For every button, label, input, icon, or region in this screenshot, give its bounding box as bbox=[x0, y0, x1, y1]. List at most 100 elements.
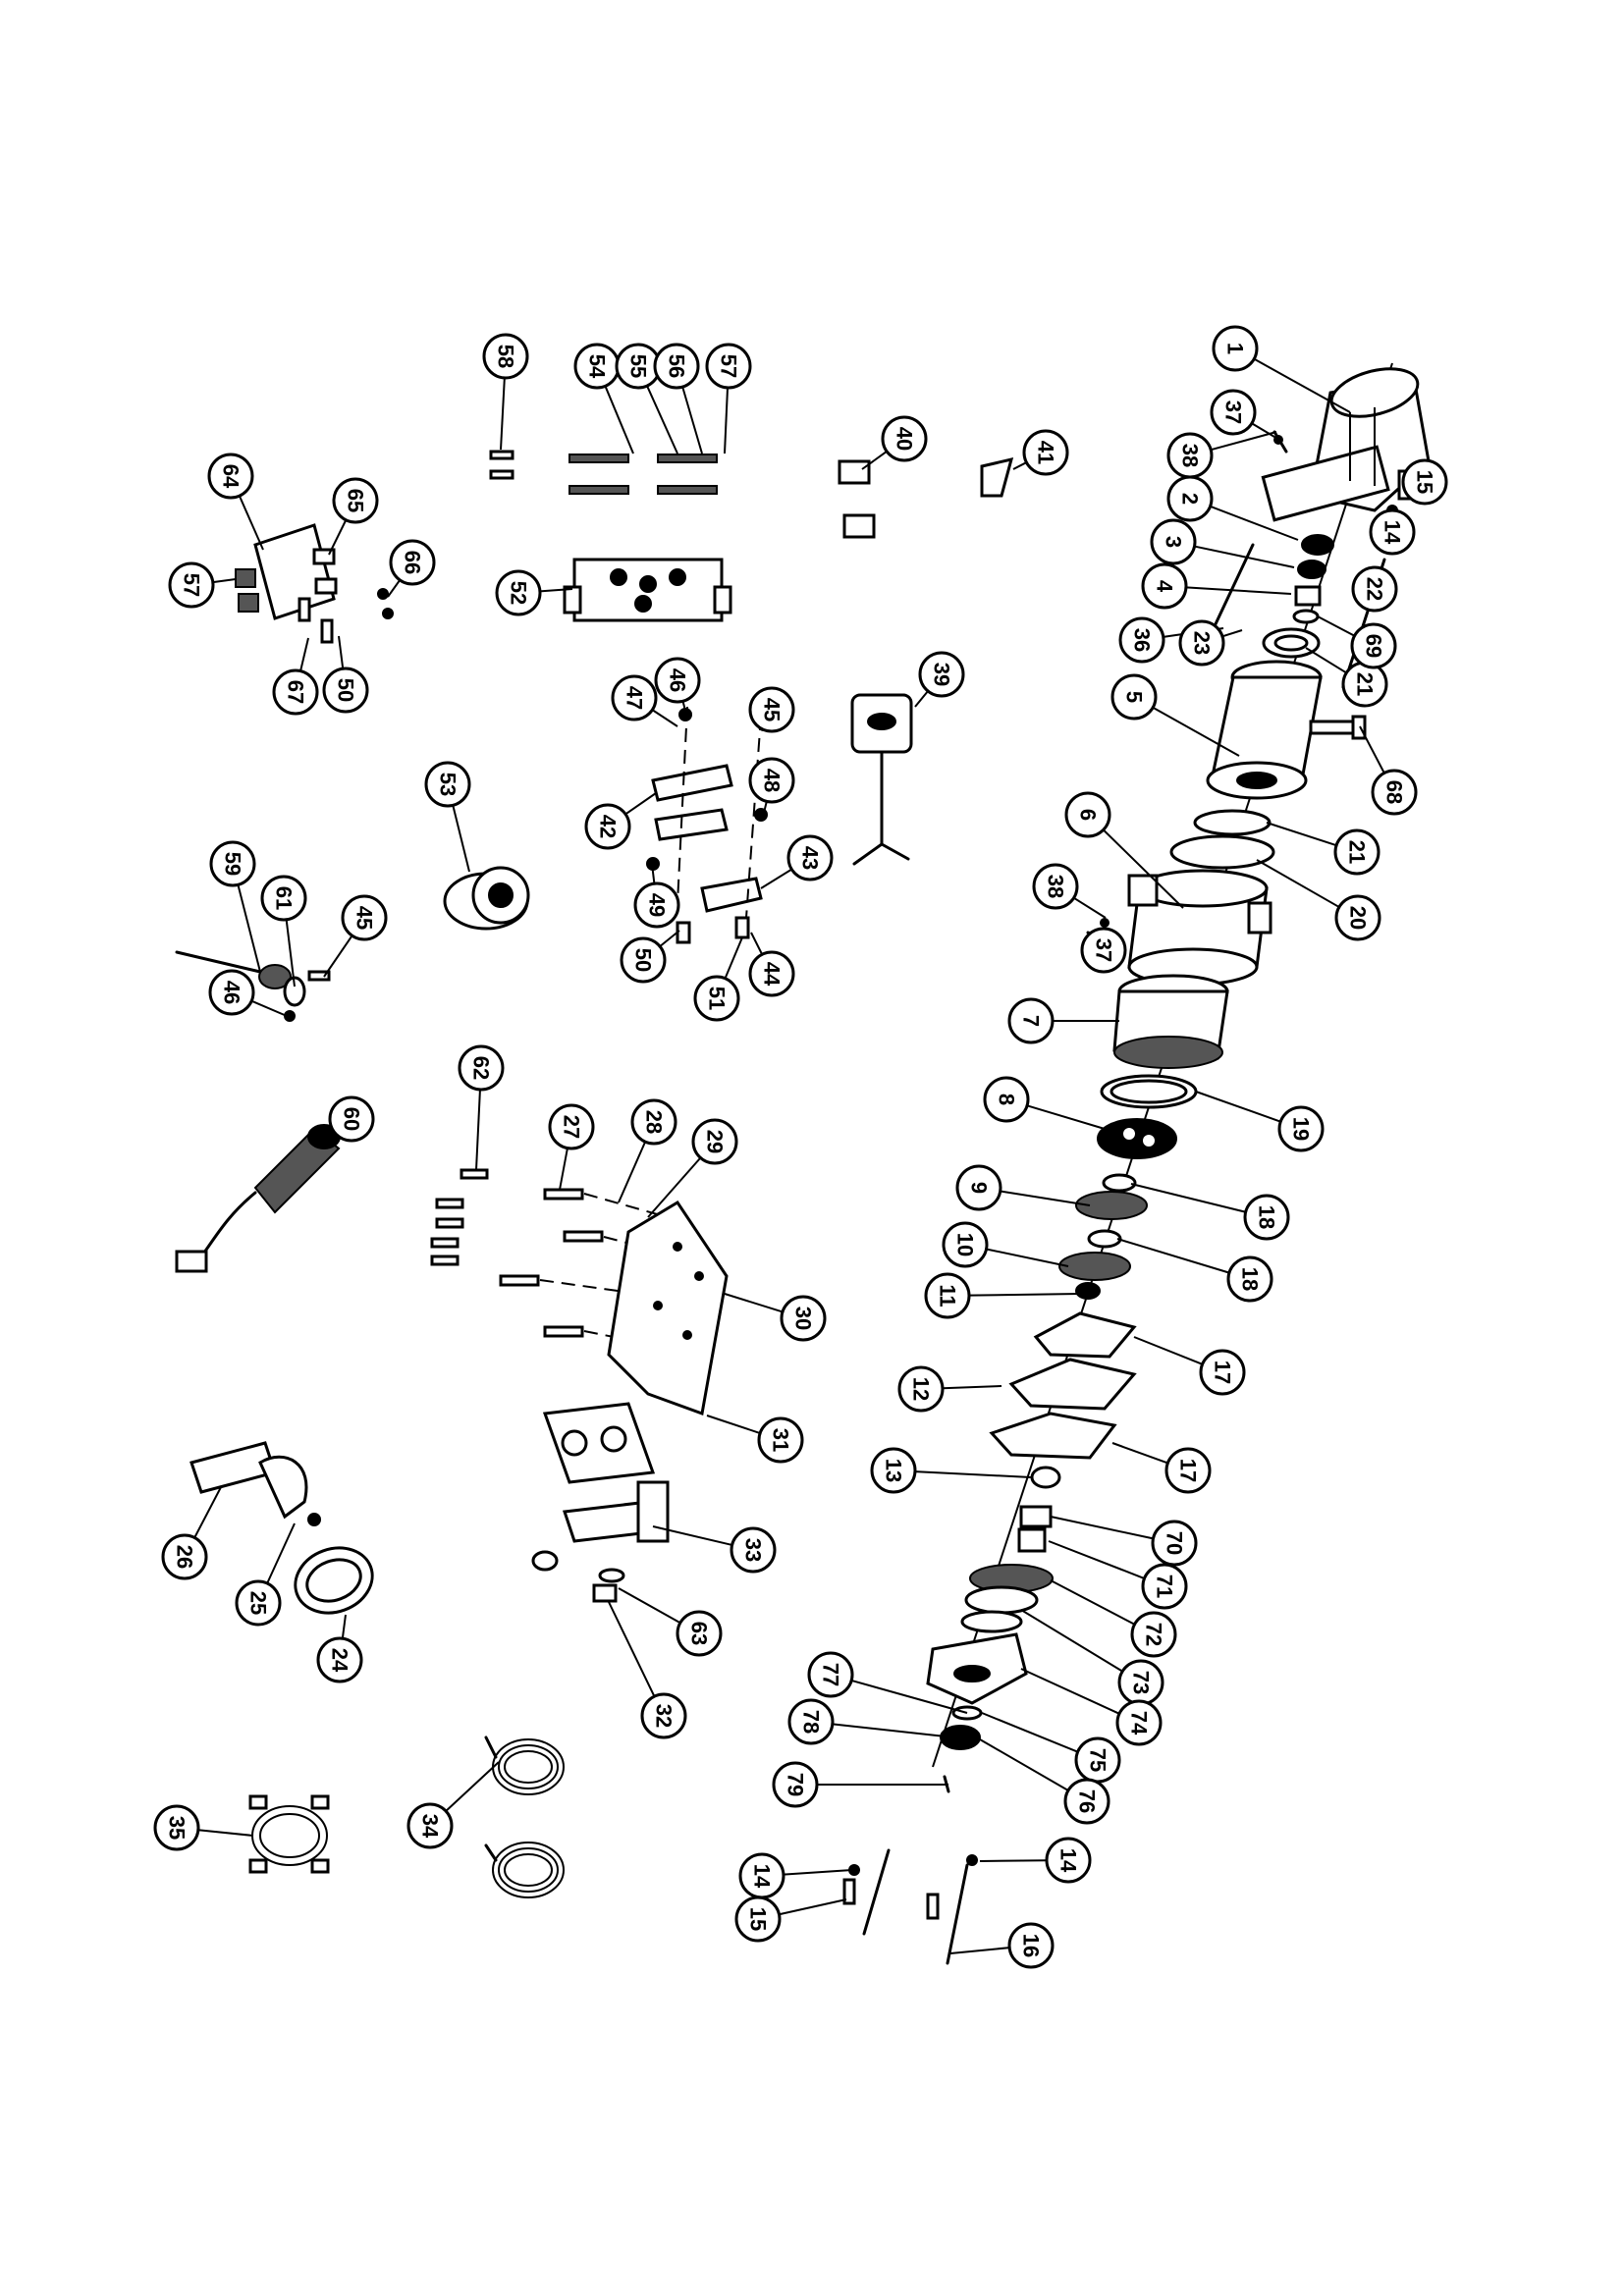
callout-number: 45 bbox=[760, 698, 785, 721]
callout-circle bbox=[942, 1221, 989, 1268]
leader-line-10 bbox=[986, 1248, 1069, 1267]
gear-housing-part bbox=[1127, 869, 1272, 987]
callout-number: 73 bbox=[1129, 1671, 1154, 1694]
leader-line-26 bbox=[193, 1486, 222, 1538]
callout-circle bbox=[748, 686, 795, 733]
callout-circle bbox=[1401, 458, 1448, 506]
callout-number: 12 bbox=[909, 1377, 934, 1401]
parts-artwork bbox=[175, 362, 1431, 1965]
callout-circle bbox=[1080, 927, 1127, 974]
callout-38: 38 bbox=[1032, 863, 1079, 910]
callout-number: 30 bbox=[791, 1307, 816, 1330]
callout-circle bbox=[630, 1098, 677, 1146]
leader-line-16 bbox=[949, 1947, 1010, 1954]
callout-circle bbox=[153, 1804, 200, 1851]
callout-48: 48 bbox=[748, 757, 795, 804]
callout-number: 22 bbox=[1363, 577, 1387, 601]
leader-line-49 bbox=[651, 863, 656, 884]
leader-line-28 bbox=[618, 1141, 647, 1203]
leader-line-69 bbox=[1317, 615, 1355, 637]
callout-number: 17 bbox=[1211, 1361, 1235, 1384]
leader-line-52 bbox=[539, 588, 573, 593]
callout-number: 75 bbox=[1086, 1748, 1110, 1772]
callout-number: 20 bbox=[1346, 906, 1371, 930]
callout-circle bbox=[389, 539, 436, 586]
leader-line-42 bbox=[624, 792, 657, 816]
callout-60: 60 bbox=[328, 1095, 375, 1143]
callout-number: 32 bbox=[652, 1704, 677, 1728]
callout-number: 24 bbox=[328, 1648, 352, 1673]
terminal-block-part bbox=[563, 558, 732, 622]
callout-25: 25 bbox=[235, 1579, 282, 1627]
callout-number: 26 bbox=[173, 1545, 197, 1569]
callout-number: 35 bbox=[165, 1816, 189, 1840]
callout-number: 50 bbox=[334, 678, 358, 702]
callout-circle bbox=[918, 651, 965, 698]
callout-number: 76 bbox=[1075, 1789, 1100, 1813]
callout-19: 19 bbox=[1277, 1105, 1325, 1152]
leader-line-33 bbox=[652, 1525, 732, 1546]
callout-26: 26 bbox=[161, 1533, 208, 1580]
callout-21: 21 bbox=[1341, 661, 1388, 708]
callout-37: 37 bbox=[1080, 927, 1127, 974]
callout-58: 58 bbox=[482, 333, 529, 380]
callout-number: 3 bbox=[1162, 536, 1186, 548]
callout-circle bbox=[332, 477, 379, 524]
callout-number: 54 bbox=[585, 354, 610, 379]
callout-number: 46 bbox=[220, 981, 244, 1004]
callout-circle bbox=[1150, 518, 1197, 565]
callout-circle bbox=[1277, 1105, 1325, 1152]
fairlead-part bbox=[542, 1402, 670, 1543]
leader-line-18 bbox=[1130, 1183, 1246, 1213]
callout-number: 37 bbox=[1092, 938, 1116, 962]
callout-circle bbox=[341, 894, 388, 941]
callout-number: 64 bbox=[219, 464, 244, 489]
leader-line-9 bbox=[1000, 1190, 1091, 1206]
callout-number: 28 bbox=[642, 1110, 667, 1134]
callout-12: 12 bbox=[897, 1365, 945, 1413]
callout-number: 5 bbox=[1122, 691, 1147, 703]
callout-54: 54 bbox=[573, 343, 621, 390]
callout-31: 31 bbox=[757, 1416, 804, 1464]
leader-line-74 bbox=[1020, 1668, 1120, 1715]
callout-number: 25 bbox=[246, 1591, 271, 1615]
callout-circle bbox=[1369, 508, 1416, 556]
callout-number: 69 bbox=[1362, 634, 1386, 658]
leader-line-12 bbox=[942, 1385, 1002, 1390]
coil-35 bbox=[248, 1794, 330, 1874]
callout-circle bbox=[1130, 1611, 1177, 1658]
callout-number: 16 bbox=[1019, 1934, 1044, 1957]
bracket-64-part bbox=[253, 523, 336, 620]
remote-plug-part bbox=[850, 693, 913, 866]
callout-number: 71 bbox=[1153, 1575, 1177, 1598]
callout-5: 5 bbox=[1110, 673, 1158, 721]
callout-73: 73 bbox=[1117, 1659, 1164, 1706]
callout-number: 52 bbox=[507, 581, 531, 605]
callout-53: 53 bbox=[424, 761, 471, 808]
callout-6: 6 bbox=[1064, 791, 1111, 838]
leader-line-17 bbox=[1111, 1442, 1168, 1465]
callout-number: 38 bbox=[1044, 875, 1068, 898]
callout-69: 69 bbox=[1350, 622, 1397, 669]
callout-circle bbox=[208, 969, 255, 1016]
leader-line-45 bbox=[323, 934, 353, 978]
callout-15: 15 bbox=[1401, 458, 1448, 506]
leader-line-2 bbox=[1210, 505, 1299, 541]
leader-line-5 bbox=[1152, 706, 1240, 757]
leader-line-70 bbox=[1050, 1516, 1154, 1540]
callout-number: 53 bbox=[436, 773, 460, 796]
callout-number: 17 bbox=[1176, 1459, 1201, 1482]
callout-circle bbox=[772, 1761, 819, 1808]
callout-circle bbox=[1007, 1922, 1055, 1969]
callout-number: 34 bbox=[418, 1814, 443, 1839]
callout-circle bbox=[881, 415, 928, 462]
callout-14: 14 bbox=[1045, 1837, 1092, 1884]
leader-line-47 bbox=[651, 709, 678, 727]
leader-line-8 bbox=[1026, 1104, 1106, 1130]
callout-circle bbox=[653, 343, 700, 390]
callout-number: 8 bbox=[995, 1094, 1019, 1105]
callout-circle bbox=[807, 1651, 854, 1698]
callout-circle bbox=[272, 668, 319, 716]
leader-line-44 bbox=[750, 932, 764, 955]
callout-number: 4 bbox=[1153, 580, 1177, 593]
